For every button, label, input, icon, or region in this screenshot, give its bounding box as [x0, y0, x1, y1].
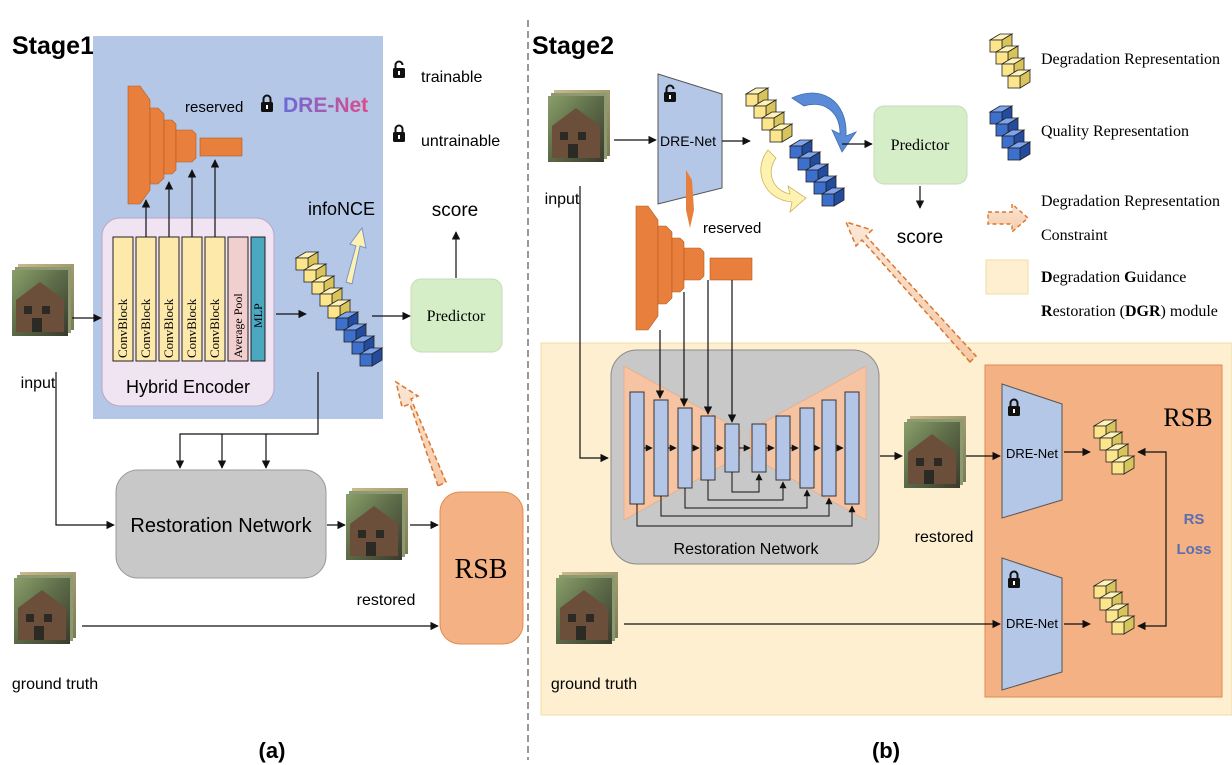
- rsb-box-1: [439, 491, 524, 645]
- hybrid-encoder-label: Hybrid Encoder: [126, 377, 250, 397]
- constraint-arrow-1: [394, 380, 447, 488]
- legend-constraint-line1: Degradation Representation: [1041, 193, 1220, 210]
- input-to-restoration-arrow: [579, 186, 609, 463]
- trainable-label: trainable: [421, 69, 482, 86]
- legend-dgr-line2: Restoration (DGR) module: [1041, 303, 1218, 320]
- score-label-2: score: [897, 227, 943, 248]
- unet-skip-lines: [636, 444, 856, 527]
- input-label-2: input: [545, 191, 580, 208]
- rsb-label-2: RSB: [1163, 403, 1212, 432]
- dre-net-title: DRE-Net: [283, 94, 368, 117]
- dre-net-rsb-top: [1001, 383, 1063, 519]
- predictor-box-1: [410, 278, 503, 353]
- untrainable-label: untrainable: [421, 133, 500, 150]
- restoration-network-label-2: Restoration Network: [674, 541, 820, 558]
- input-image-2: [548, 90, 610, 162]
- predictor-label-1: Predictor: [427, 308, 486, 325]
- input-label-1: input: [21, 375, 56, 392]
- restoration-network-label-1: Restoration Network: [130, 515, 312, 537]
- restored-label-2: restored: [915, 529, 974, 546]
- ground-truth-label-1: ground truth: [12, 676, 98, 693]
- ground-truth-image-1: [14, 572, 76, 644]
- dre-net-top: [657, 73, 723, 205]
- stage2-title: Stage2: [532, 32, 614, 60]
- untrainable-lock-icon: [392, 124, 406, 143]
- panel-label-b: (b): [872, 738, 900, 763]
- legend-degradation-label: Degradation Representation: [1041, 51, 1220, 68]
- stage1-title: Stage1: [12, 32, 94, 60]
- score-label-1: score: [432, 200, 478, 221]
- convblock-label-1: ConvBlock: [115, 298, 130, 358]
- swap-arrow-blue: [791, 92, 858, 153]
- ground-truth-image-2: [556, 572, 618, 644]
- average-pool-label: Average Pool: [231, 293, 245, 358]
- legend-quality-icon: [989, 105, 1031, 161]
- dre-net-rsb-bottom-label: DRE-Net: [1006, 616, 1058, 631]
- infonce-arrow: [345, 226, 367, 285]
- dre-net-top-label: DRE-Net: [660, 133, 716, 149]
- convblock-label-3: ConvBlock: [161, 298, 176, 358]
- legend-dgr-icon: [985, 259, 1029, 295]
- unet-bars: [629, 391, 860, 505]
- legend-constraint-line2: Constraint: [1041, 227, 1108, 244]
- loss-label: Loss: [1176, 541, 1211, 558]
- convblock-label-4: ConvBlock: [184, 298, 199, 358]
- reserved-orange-encoder-2: [635, 205, 753, 331]
- rs-loss-bracket: [1137, 447, 1167, 631]
- predictor-box-2: [873, 105, 968, 185]
- reserved-orange-encoder: [127, 85, 243, 205]
- rs-label: RS: [1184, 511, 1205, 528]
- constraint-arrow-2: [844, 220, 978, 364]
- rsb-label-1: RSB: [455, 554, 508, 585]
- reserved-connector: [686, 170, 694, 228]
- encoder-skip-arrows: [141, 159, 220, 237]
- restored-label-1: restored: [357, 592, 416, 609]
- legend-dgr-line1: Degradation Guidance: [1041, 269, 1186, 286]
- legend-degradation-icon: [989, 33, 1031, 89]
- convblock-label-2: ConvBlock: [138, 298, 153, 358]
- restored-image-2: [904, 416, 966, 488]
- legend-constraint-icon: [987, 202, 1030, 234]
- restoration-network-box-1: [115, 469, 327, 579]
- dre-net-rsb-top-label: DRE-Net: [1006, 446, 1058, 461]
- trainable-lock-icon: [392, 60, 406, 79]
- ground-truth-label-2: ground truth: [551, 676, 637, 693]
- mlp-label: MLP: [251, 303, 265, 328]
- reserved-label-2: reserved: [703, 220, 761, 237]
- input-image-1: [12, 264, 74, 336]
- rep-to-restoration-arrows: [55, 372, 319, 530]
- legend-quality-label: Quality Representation: [1041, 123, 1189, 140]
- predictor-label-2: Predictor: [891, 137, 950, 154]
- reserved-to-unet-arrows: [655, 280, 737, 423]
- convblock-label-5: ConvBlock: [207, 298, 222, 358]
- infonce-label: infoNCE: [308, 199, 375, 219]
- panel-label-a: (a): [259, 738, 286, 763]
- dre-net-rsb-bottom: [1001, 557, 1063, 691]
- reserved-label-1: reserved: [185, 99, 243, 116]
- convblock-columns: [112, 236, 266, 362]
- restored-image-1: [346, 488, 408, 560]
- swap-arrow-yellow: [760, 149, 807, 214]
